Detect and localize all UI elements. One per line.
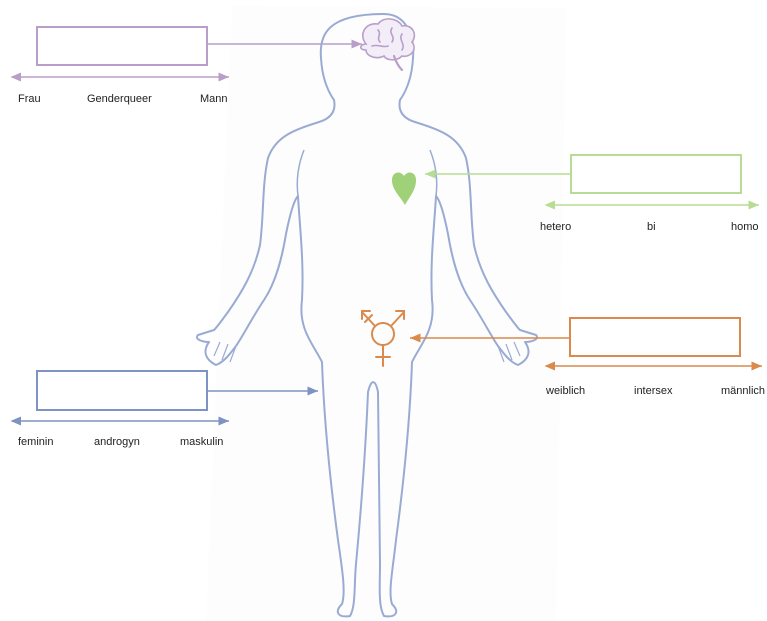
- sex-left-label: weiblich: [546, 385, 585, 397]
- gender-identity-left-label: Frau: [18, 93, 41, 105]
- orientation-middle-label: bi: [647, 221, 656, 233]
- orientation-right-label: homo: [731, 221, 759, 233]
- gender-identity-middle-label: Genderqueer: [87, 93, 152, 105]
- orientation-left-label: hetero: [540, 221, 571, 233]
- sex-middle-label: intersex: [634, 385, 673, 397]
- expression-right-label: maskulin: [180, 436, 223, 448]
- sexual-orientation-box[interactable]: [570, 154, 742, 194]
- expression-left-label: feminin: [18, 436, 53, 448]
- gender-identity-right-label: Mann: [200, 93, 228, 105]
- figure-background: [206, 6, 566, 620]
- biological-sex-box[interactable]: [569, 317, 741, 357]
- expression-middle-label: androgyn: [94, 436, 140, 448]
- sex-right-label: männlich: [721, 385, 767, 397]
- gender-expression-box[interactable]: [36, 370, 208, 411]
- gender-identity-box[interactable]: [36, 26, 208, 66]
